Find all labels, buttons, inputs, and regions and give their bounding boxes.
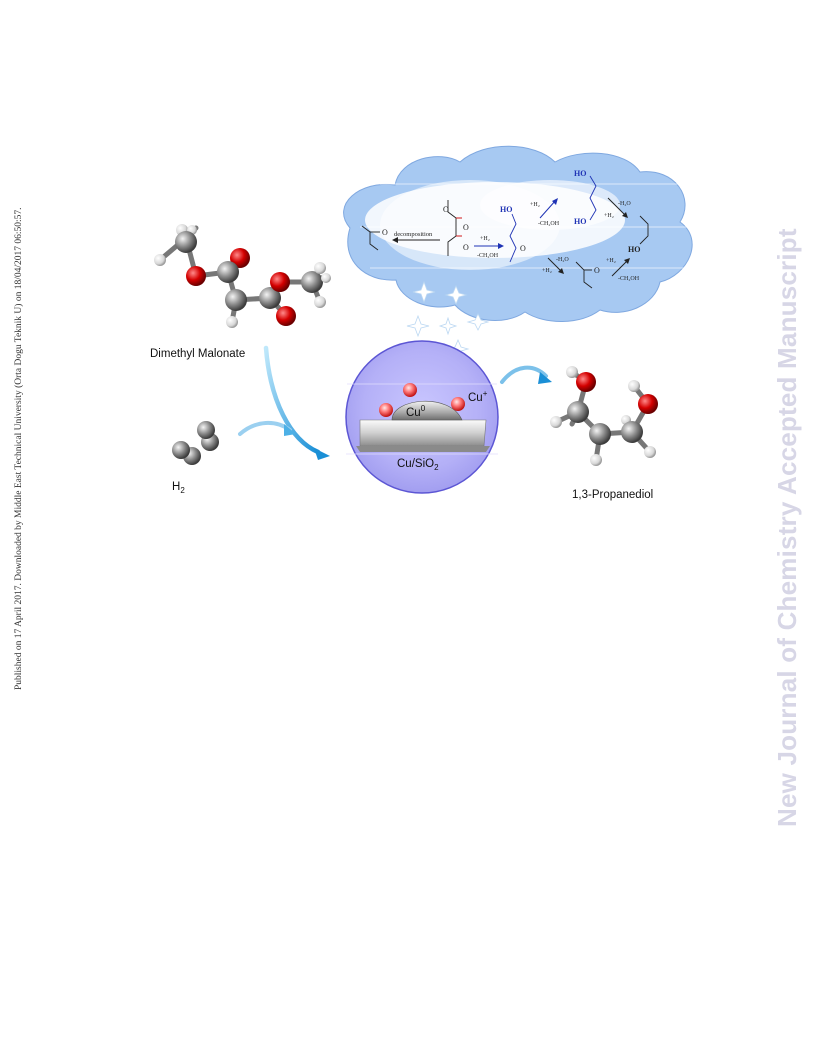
reaction-scheme: O decomposition O O O +H₂ -CH₂OH HO O +H… (361, 169, 649, 289)
scheme-decomposition-label: decomposition (394, 231, 433, 238)
scheme-h2o-a: -H₂O (618, 201, 631, 207)
product-arrowhead (538, 372, 552, 384)
catalyst-particle (345, 340, 499, 494)
h2-arrowhead (284, 424, 296, 436)
scheme-ho-3: HO (574, 217, 586, 226)
scheme-h2-c: +H₂ (604, 213, 614, 219)
scheme-h2-b: +H₂ (530, 202, 540, 208)
dimethyl-malonate-molecule (154, 224, 331, 328)
scheme-meoh-b: -CH₂OH (538, 221, 560, 227)
label-dimethyl-malonate: Dimethyl Malonate (150, 348, 245, 360)
scheme-ho-4: HO (628, 245, 640, 254)
scheme-ho-2: HO (574, 169, 586, 178)
scheme-h2-d: +H₂ (542, 268, 552, 274)
scheme-meoh-c: -CH₂OH (618, 276, 640, 282)
label-catalyst: Cu/SiO2 (397, 458, 439, 472)
feed-arrow (263, 345, 321, 455)
h2-molecules (172, 421, 219, 465)
reaction-cloud (343, 145, 693, 322)
feed-arrowhead (314, 448, 330, 460)
h2-arrow (238, 421, 292, 436)
propanediol-molecule (550, 366, 658, 466)
scheme-h2-e: +H₂ (606, 258, 616, 264)
scheme-o-left: O (382, 228, 388, 237)
sparkles (406, 280, 490, 360)
scheme-h2o-b: -H₂O (556, 257, 569, 263)
scheme-ho-1: HO (500, 205, 512, 214)
scheme-o-mid: O (463, 223, 469, 232)
scheme-o-top: O (443, 205, 449, 214)
label-cu-plus: Cu+ (468, 389, 488, 404)
scheme-h2-a: +H₂ (480, 236, 490, 242)
label-cu0: Cu0 (406, 404, 426, 419)
label-propanediol: 1,3-Propanediol (572, 489, 653, 501)
label-h2: H2 (172, 481, 185, 495)
scheme-o-ester2: O (594, 266, 600, 275)
scheme-o-low: O (463, 243, 469, 252)
scheme-o-ester: O (520, 244, 526, 253)
scheme-meoh-a: -CH₂OH (477, 253, 499, 259)
product-arrow (500, 365, 548, 384)
